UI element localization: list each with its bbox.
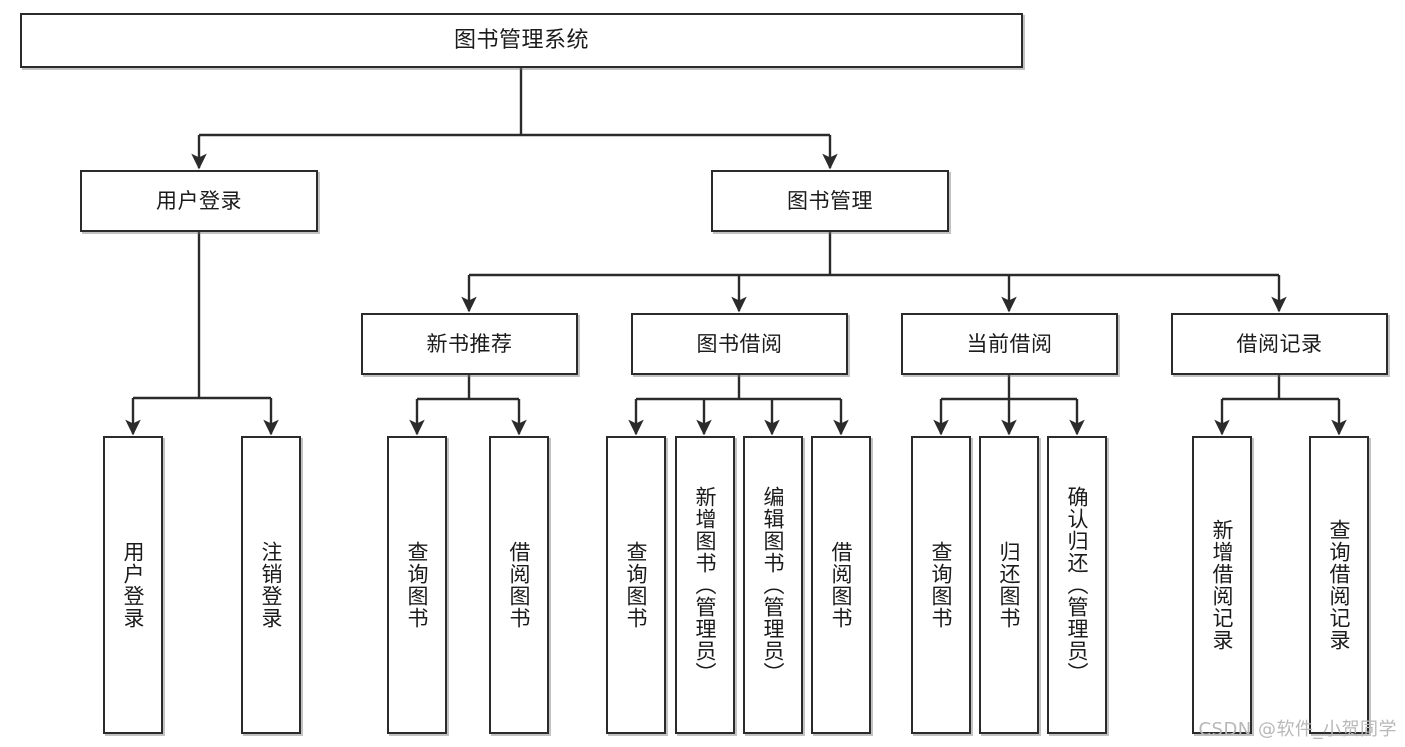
node-label: 编辑图书（管理员） xyxy=(761,486,786,684)
node-leaf-add-borrow-record[interactable]: 新增借阅记录 xyxy=(1192,436,1252,734)
node-label: 确认归还（管理员） xyxy=(1065,486,1090,684)
connector-lines xyxy=(125,68,1347,436)
node-label: 借阅图书 xyxy=(829,541,854,629)
node-current-borrow[interactable]: 当前借阅 xyxy=(901,313,1118,375)
node-label: 当前借阅 xyxy=(966,331,1053,356)
node-leaf-borrow-book-rec[interactable]: 借阅图书 xyxy=(489,436,549,734)
node-label: 借阅记录 xyxy=(1236,331,1323,356)
node-label: 新增图书（管理员） xyxy=(693,486,718,684)
node-label: 新书推荐 xyxy=(426,331,513,356)
node-user-login[interactable]: 用户登录 xyxy=(80,170,318,232)
node-label: 注销登录 xyxy=(259,541,284,629)
node-label: 查询借阅记录 xyxy=(1327,519,1352,651)
node-root-book-management-system[interactable]: 图书管理系统 xyxy=(20,13,1023,68)
node-leaf-user-login[interactable]: 用户登录 xyxy=(103,436,163,734)
node-book-management[interactable]: 图书管理 xyxy=(711,170,949,232)
node-leaf-query-book-borrow[interactable]: 查询图书 xyxy=(606,436,666,734)
node-borrow-record[interactable]: 借阅记录 xyxy=(1171,313,1388,375)
node-leaf-add-book-admin[interactable]: 新增图书（管理员） xyxy=(675,436,735,734)
node-label: 用户登录 xyxy=(156,188,242,213)
node-leaf-confirm-return-admin[interactable]: 确认归还（管理员） xyxy=(1047,436,1107,734)
node-label: 查询图书 xyxy=(624,541,649,629)
node-label: 借阅图书 xyxy=(507,541,532,629)
node-leaf-query-book-current[interactable]: 查询图书 xyxy=(911,436,971,734)
node-label: 查询图书 xyxy=(405,541,430,629)
node-leaf-return-book[interactable]: 归还图书 xyxy=(979,436,1039,734)
node-leaf-borrow-book-borrow[interactable]: 借阅图书 xyxy=(811,436,871,734)
node-label: 查询图书 xyxy=(929,541,954,629)
node-label: 图书管理系统 xyxy=(453,27,589,53)
node-leaf-user-logout[interactable]: 注销登录 xyxy=(241,436,301,734)
node-label: 图书借阅 xyxy=(696,331,783,356)
node-leaf-query-borrow-record[interactable]: 查询借阅记录 xyxy=(1309,436,1369,734)
node-label: 用户登录 xyxy=(121,541,146,629)
node-leaf-edit-book-admin[interactable]: 编辑图书（管理员） xyxy=(743,436,803,734)
node-new-book-recommendation[interactable]: 新书推荐 xyxy=(361,313,578,375)
node-label: 图书管理 xyxy=(787,188,873,213)
node-label: 新增借阅记录 xyxy=(1210,519,1235,651)
node-label: 归还图书 xyxy=(997,541,1022,629)
node-book-borrow[interactable]: 图书借阅 xyxy=(631,313,848,375)
node-leaf-query-book-rec[interactable]: 查询图书 xyxy=(387,436,447,734)
